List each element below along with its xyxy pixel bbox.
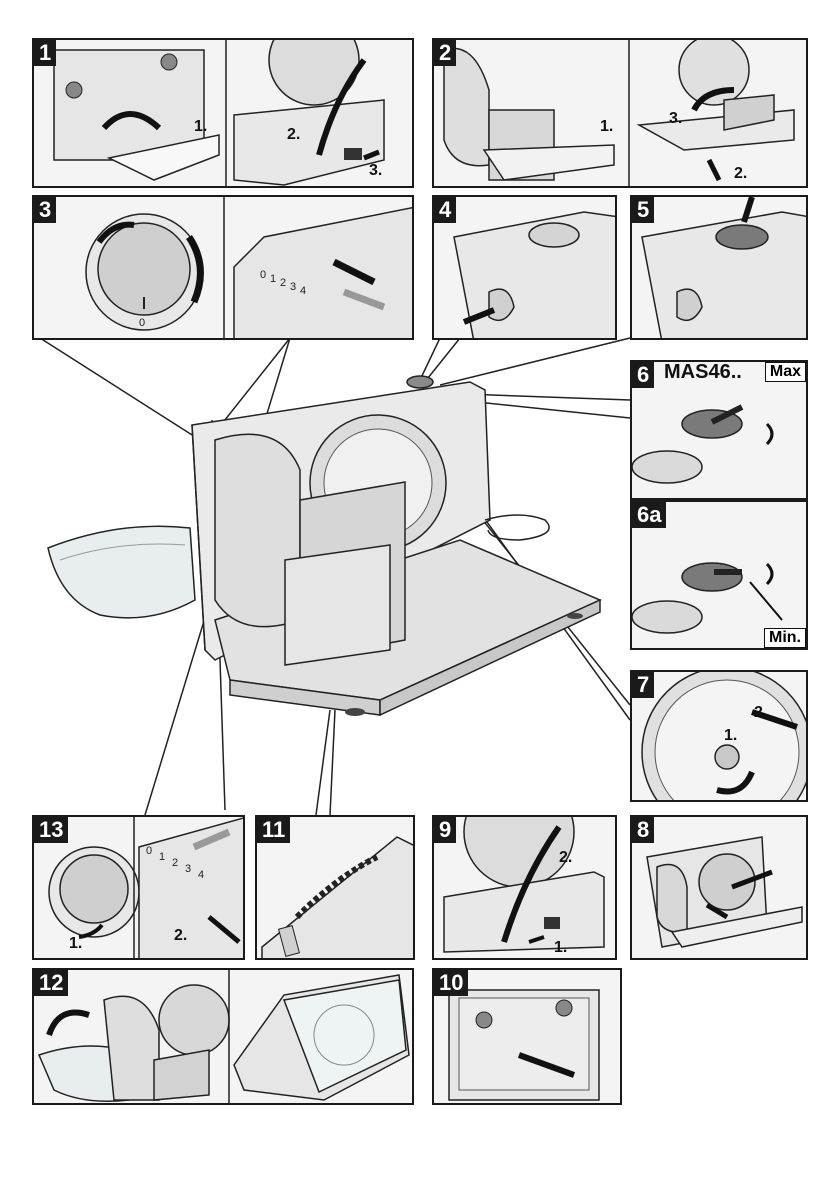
panel-9-illustration [434, 817, 617, 960]
panel-number: 13 [34, 817, 68, 843]
panel-12: 12 [32, 968, 414, 1105]
panel-3-illustration [34, 197, 414, 340]
scale-tick: 3 [185, 863, 191, 875]
panel-number: 7 [632, 672, 654, 698]
step-label: 1. [554, 939, 567, 957]
panel-5-illustration [632, 197, 808, 340]
panel-number: 12 [34, 970, 68, 996]
panel-number: 8 [632, 817, 654, 843]
panel-2-illustration [434, 40, 808, 188]
panel-1: 1 1. 2. 3. [32, 38, 414, 188]
panel-4-illustration [434, 197, 617, 340]
step-label: 2. [754, 704, 767, 722]
step-label: 1. [600, 118, 613, 136]
panel-12-illustration [34, 970, 414, 1105]
step-label: 2. [559, 849, 572, 867]
scale-tick: 2 [280, 277, 286, 289]
panel-number: 6 [632, 362, 654, 388]
scale-tick: 0 [260, 269, 266, 281]
panel-9: 9 1. 2. [432, 815, 617, 960]
step-label: 1. [194, 118, 207, 136]
panel-number: 10 [434, 970, 468, 996]
panel-number: 1 [34, 40, 56, 66]
step-label: 1. [724, 727, 737, 745]
scale-tick: 4 [300, 285, 306, 297]
panel-7-illustration [632, 672, 808, 802]
step-label: 2. [174, 927, 187, 945]
panel-10: 10 [432, 968, 622, 1105]
scale-tick: 4 [198, 869, 204, 881]
scale-tick: 1 [159, 851, 165, 863]
panel-8-illustration [632, 817, 808, 960]
panel-number: 5 [632, 197, 654, 223]
panel-6a: 6a Min. [630, 500, 808, 650]
step-label: 1. [69, 935, 82, 953]
knob-zero-label: 0 [139, 317, 145, 329]
panel-2: 2 1. 2. 3. [432, 38, 808, 188]
panel-number: 6a [632, 502, 666, 528]
panel-number: 3 [34, 197, 56, 223]
scale-tick: 1 [270, 273, 276, 285]
panel-number: 2 [434, 40, 456, 66]
model-number: MAS46.. [664, 361, 742, 384]
panel-8: 8 [630, 815, 808, 960]
panel-7: 7 1. 2. [630, 670, 808, 802]
panel-5: 5 [630, 195, 808, 340]
min-label: Min. [764, 628, 806, 648]
scale-tick: 2 [172, 857, 178, 869]
panel-1-illustration [34, 40, 414, 188]
panel-number: 4 [434, 197, 456, 223]
max-label: Max [765, 362, 806, 382]
scale-tick: 3 [290, 281, 296, 293]
panel-number: 9 [434, 817, 456, 843]
step-label: 2. [287, 126, 300, 144]
panel-3: 3 0 0 1 2 3 4 [32, 195, 414, 340]
panel-number: 11 [257, 817, 290, 843]
panel-11: 11 [255, 815, 415, 960]
panel-13: 13 1. 2. 0 1 2 3 4 [32, 815, 245, 960]
step-label: 2. [734, 165, 747, 183]
step-label: 3. [369, 162, 382, 180]
scale-tick: 0 [146, 845, 152, 857]
panel-4: 4 [432, 195, 617, 340]
step-label: 3. [669, 110, 682, 128]
